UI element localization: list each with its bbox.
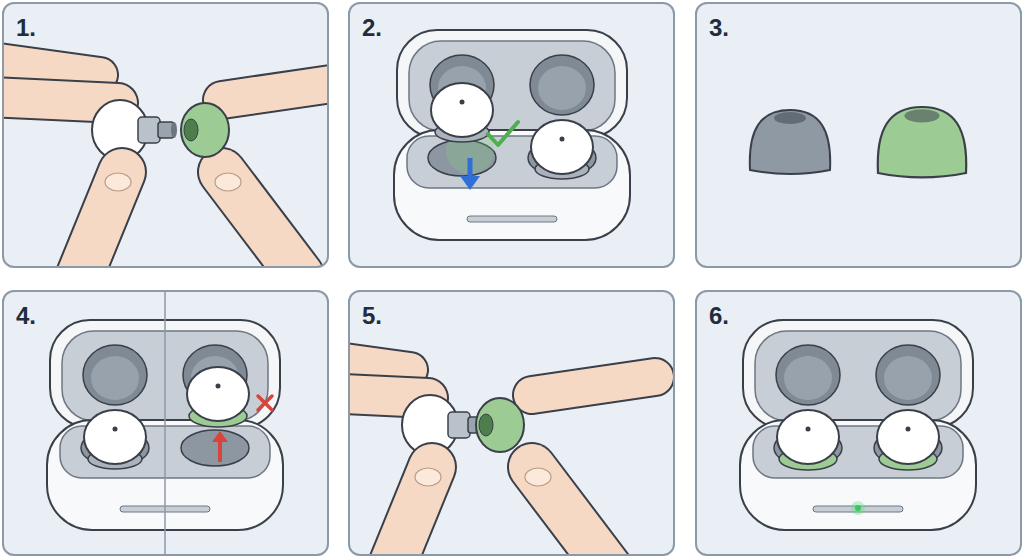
case-insert-earbud — [394, 30, 630, 240]
step-number: 1. — [16, 16, 36, 40]
case-green-tips — [740, 320, 976, 530]
step-number: 2. — [362, 16, 382, 40]
step-panel: 5. — [348, 290, 675, 556]
hands-attach-tip — [3, 60, 328, 267]
step-panel: 3. — [695, 2, 1022, 268]
step-number: 4. — [16, 304, 36, 328]
step-number: 5. — [362, 304, 382, 328]
ear-tips — [750, 107, 966, 177]
step-panel: 2. — [348, 2, 675, 268]
step-number: 3. — [709, 16, 729, 40]
step-panel: 4. — [2, 290, 329, 556]
case-wrong-fit — [47, 291, 283, 555]
step-number: 6. — [709, 304, 729, 328]
step-panel: 1. — [2, 2, 329, 268]
hands-tip-attached — [349, 355, 655, 555]
step-panel: 6. — [695, 290, 1022, 556]
